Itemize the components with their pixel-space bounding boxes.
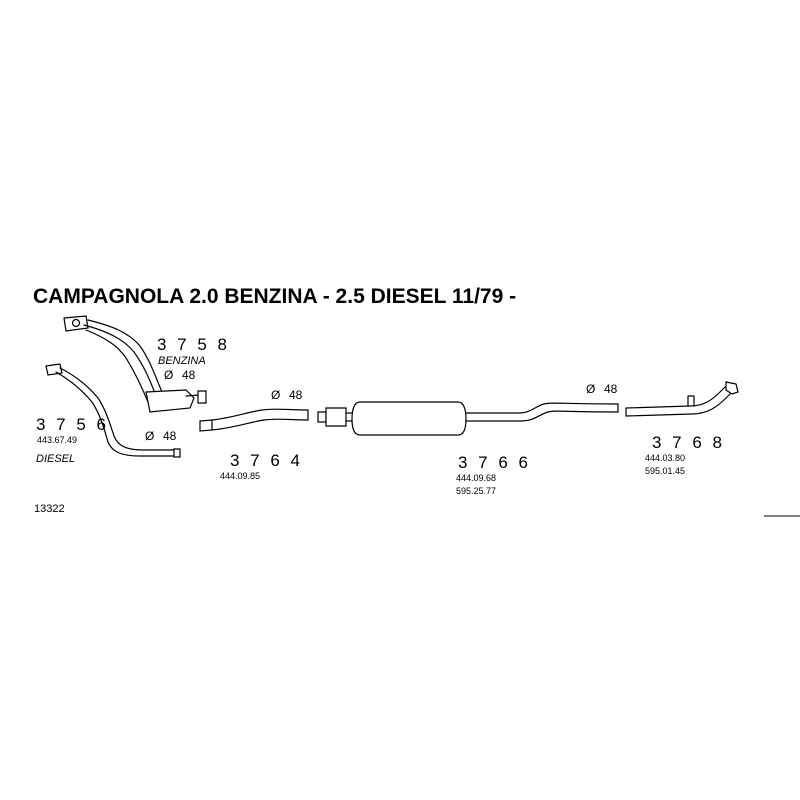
part-3764-code: 3 7 6 4 [230,451,303,470]
part-3766-diameter-symbol: Ø [586,382,595,396]
diagram-title: CAMPAGNOLA 2.0 BENZINA - 2.5 DIESEL 11/7… [33,285,516,308]
part-3768-pipe [625,381,739,417]
part-3766-number-2: 595.25.77 [456,486,496,496]
part-3758-variant: BENZINA [158,355,206,367]
part-3768-number-2: 595.01.45 [645,466,685,476]
part-3758-code: 3 7 5 8 [157,335,230,354]
part-3766-number-1: 444.09.68 [456,473,496,483]
part-3756-code: 3 7 5 6 [36,415,109,434]
part-3764-diameter-symbol: Ø [271,388,280,402]
part-3764-diameter: 48 [289,388,303,402]
part-3758-diameter-symbol: Ø [164,368,173,382]
part-3756-diameter: 48 [163,429,177,443]
part-3766-diameter: 48 [604,382,618,396]
part-3766-silencer [317,401,619,436]
part-3768-number-1: 444.03.80 [645,453,685,463]
figure-number: 13322 [34,503,65,515]
part-3756-number-1: 443.67.49 [37,435,77,445]
part-3758-pipe [63,315,207,413]
part-3756-diameter-symbol: Ø [145,429,154,443]
part-3756-variant: DIESEL [36,453,75,465]
part-3764-number-1: 444.09.85 [220,471,260,481]
part-3756-pipe [45,363,181,458]
part-3766-code: 3 7 6 6 [458,453,531,472]
part-3758-diameter: 48 [182,368,196,382]
part-3768-code: 3 7 6 8 [652,433,725,452]
part-3764-pipe [199,408,309,432]
